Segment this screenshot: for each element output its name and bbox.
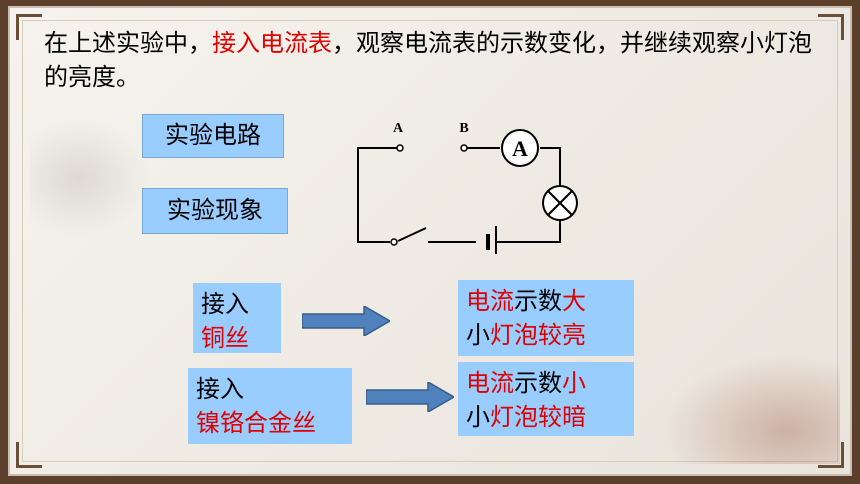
circuit-label: 实验电路 xyxy=(142,114,284,158)
input-line1: 接入 xyxy=(196,375,244,403)
point-b-label: B xyxy=(459,121,468,136)
result-line1: 电流示数小 xyxy=(466,369,586,397)
wire-ammeter-lamp xyxy=(540,147,561,186)
result-line2: 小灯泡较亮 xyxy=(466,321,586,349)
inner-frame xyxy=(22,20,838,462)
circuit-diagram: A B A xyxy=(357,121,578,254)
switch-pivot xyxy=(390,238,398,246)
input-line2: 镍铬合金丝 xyxy=(196,409,316,437)
input-line2: 铜丝 xyxy=(201,324,249,352)
input-copper-box: 接入 铜丝 xyxy=(193,283,281,353)
result-nichrome-box: 电流示数小 小灯泡较暗 xyxy=(458,362,634,436)
arrow-right-icon xyxy=(302,306,390,336)
intro-highlight: 接入电流表 xyxy=(212,29,332,57)
point-a-label: A xyxy=(393,121,404,136)
result-line2: 小灯泡较暗 xyxy=(466,403,586,431)
input-line1: 接入 xyxy=(201,290,249,318)
flower-decoration xyxy=(660,354,840,464)
corner-ornament xyxy=(818,442,844,468)
switch-lever xyxy=(397,227,427,242)
battery-icon xyxy=(486,226,497,254)
ammeter-label: A xyxy=(512,136,528,161)
intro-part2: ，观察电流表的示数变化，并继续观察小灯泡的亮度。 xyxy=(44,29,812,91)
terminal-b xyxy=(460,144,468,152)
corner-ornament xyxy=(16,14,42,40)
arrow-right-icon xyxy=(366,382,454,412)
input-nichrome-box: 接入 镍铬合金丝 xyxy=(188,368,352,444)
lamp-icon xyxy=(542,185,578,221)
terminal-a xyxy=(396,144,404,152)
phenomenon-label: 实验现象 xyxy=(142,188,288,234)
intro-text: 在上述实验中，接入电流表，观察电流表的示数变化，并继续观察小灯泡的亮度。 xyxy=(44,26,814,94)
corner-ornament xyxy=(16,442,42,468)
intro-part1: 在上述实验中， xyxy=(44,29,212,57)
result-line1: 电流示数大 xyxy=(466,287,586,315)
ammeter-icon xyxy=(501,129,539,167)
wire-lamp-battery xyxy=(496,220,561,243)
wire-left xyxy=(357,147,398,243)
ink-wash-decoration xyxy=(30,118,150,238)
result-copper-box: 电流示数大 小灯泡较亮 xyxy=(458,280,634,356)
corner-ornament xyxy=(818,14,844,40)
